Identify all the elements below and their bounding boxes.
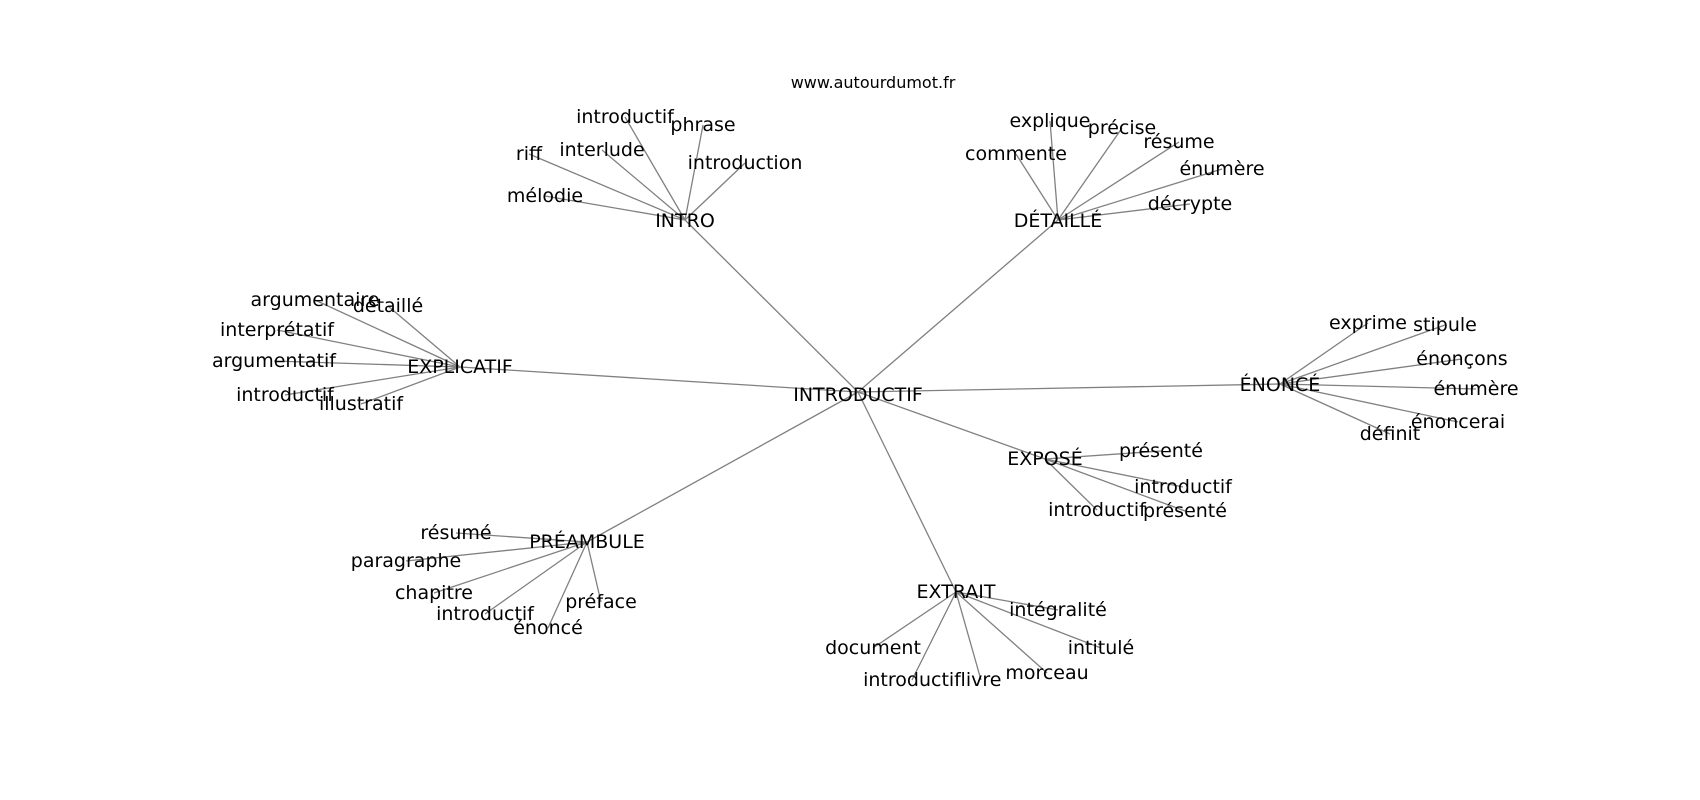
leaf-word-label: introductif (1134, 476, 1233, 498)
leaf-word-label: interprétatif (220, 319, 335, 341)
leaf-word-label: mélodie (507, 185, 583, 207)
leaf-word-label: résumé (420, 522, 491, 544)
leaf-word-label: introductif (436, 603, 535, 625)
leaf-edge (1057, 127, 1123, 221)
leaf-word-label: énoncerai (1411, 411, 1505, 433)
leaf-word-label: livre (961, 669, 1002, 691)
leaf-edge (872, 591, 957, 649)
leaf-word-label: riff (516, 143, 543, 165)
leaf-word-label: chapitre (395, 582, 473, 604)
leaf-edge (601, 149, 686, 221)
graph-edges (273, 116, 1477, 681)
leaf-edge (1044, 458, 1098, 511)
leaf-edge (360, 366, 461, 405)
center-edge (586, 391, 859, 543)
cluster-node-label: INTRO (655, 210, 715, 232)
leaf-word-label: phrase (670, 114, 735, 136)
leaf-word-label: intégralité (1009, 599, 1107, 621)
leaf-edge (1057, 141, 1180, 221)
leaf-edge (1279, 383, 1477, 390)
leaf-word-label: introductif (863, 669, 962, 691)
cluster-node-label: PRÉAMBULE (529, 530, 645, 553)
leaf-edge (484, 541, 588, 615)
leaf-word-label: introductif (236, 384, 335, 406)
leaf-edge (547, 541, 588, 629)
leaf-edge (1279, 322, 1369, 385)
leaf-edge (586, 541, 602, 603)
leaf-word-label: décrypte (1148, 193, 1232, 215)
leaf-word-label: préface (565, 591, 637, 613)
leaf-word-label: stipule (1413, 314, 1477, 336)
leaf-word-label: énonçons (1416, 348, 1507, 370)
leaf-edge (684, 162, 746, 221)
leaf-edge (1279, 383, 1391, 435)
leaf-word-label: introductif (1048, 499, 1147, 521)
leaf-word-label: commente (965, 143, 1067, 165)
center-node-label: INTRODUCTIF (793, 384, 923, 406)
leaf-word-label: introduction (688, 152, 803, 174)
leaf-edge (314, 299, 461, 368)
leaf-word-label: détaillé (353, 295, 423, 317)
leaf-word-label: énumère (1179, 158, 1264, 180)
leaf-word-label: précise (1088, 117, 1156, 139)
cluster-node-label: EXTRAIT (917, 581, 996, 603)
leaf-word-label: intitulé (1068, 637, 1135, 659)
leaf-edge (1044, 458, 1186, 512)
leaf-edge (405, 541, 588, 562)
leaf-edge (955, 591, 1048, 674)
leaf-word-label: argumentaire (251, 289, 380, 311)
leaf-edge (955, 591, 982, 681)
leaf-word-label: argumentatif (212, 350, 337, 372)
center-edge (459, 366, 859, 393)
leaf-word-label: explique (1009, 110, 1090, 132)
leaf-edge (955, 591, 1059, 611)
leaf-edge (624, 116, 686, 221)
leaf-word-label: définit (1360, 423, 1421, 445)
leaf-edge (1057, 168, 1223, 221)
leaf-word-label: énoncé (513, 617, 583, 639)
leaf-edge (1057, 203, 1191, 221)
leaf-edge (544, 195, 686, 221)
cluster-node-label: EXPOSÉ (1007, 447, 1083, 470)
leaf-edge (1279, 324, 1446, 385)
leaf-edge (455, 532, 588, 543)
leaf-word-label: présenté (1119, 440, 1203, 462)
leaf-edge (1044, 458, 1184, 488)
cluster-node-label: EXPLICATIF (407, 356, 513, 378)
leaf-word-label: illustratif (319, 393, 404, 415)
center-edge (857, 383, 1281, 393)
leaf-edge (684, 124, 704, 221)
leaf-edge (1015, 153, 1059, 221)
center-edge (857, 391, 1046, 460)
leaf-word-label: document (825, 637, 921, 659)
leaf-word-label: exprime (1329, 312, 1407, 334)
leaf-edge (911, 591, 957, 681)
leaf-edge (284, 366, 461, 396)
site-url: www.autourdumot.fr (791, 73, 956, 92)
leaf-edge (1279, 383, 1459, 423)
center-edge (684, 219, 859, 393)
leaf-word-label: paragraphe (351, 550, 461, 572)
leaf-edge (955, 591, 1102, 649)
leaf-edge (387, 305, 461, 368)
leaf-edge (1044, 450, 1162, 460)
leaf-edge (1049, 120, 1059, 221)
leaf-word-label: présenté (1143, 500, 1227, 522)
leaf-word-label: énumère (1433, 378, 1518, 400)
leaf-word-label: interlude (559, 139, 644, 161)
leaf-edge (273, 360, 461, 368)
leaf-word-label: résume (1143, 131, 1214, 153)
center-edge (857, 219, 1059, 393)
cluster-node-label: ÉNONCÉ (1240, 373, 1321, 396)
leaf-word-label: morceau (1005, 662, 1088, 684)
leaf-word-label: introductif (576, 106, 675, 128)
leaf-edge (433, 541, 588, 594)
leaf-edge (1279, 358, 1463, 385)
leaf-edge (276, 329, 461, 368)
cluster-node-label: DÉTAILLÉ (1014, 209, 1103, 232)
leaf-edge (528, 153, 686, 221)
center-edge (857, 391, 957, 593)
